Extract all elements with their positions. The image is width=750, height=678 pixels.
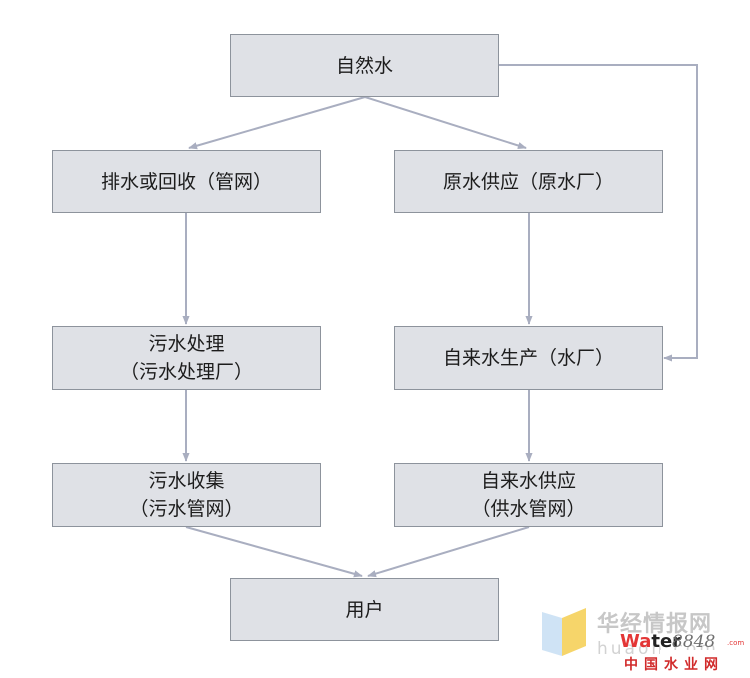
watermark-brand: Water — [620, 631, 681, 652]
edge-supply-to-user — [367, 526, 530, 578]
node-drainage-recycling: 排水或回收（管网） — [52, 150, 321, 213]
node-user: 用户 — [230, 578, 499, 641]
node-label-line2: （污水处理厂） — [119, 361, 253, 383]
watermark-brand-mid: ter — [651, 631, 682, 652]
node-label-line1: 自来水供应 — [480, 470, 576, 492]
node-label: 自然水 — [335, 54, 393, 77]
edge-natural-to-production — [499, 64, 698, 362]
watermark-logo-icon — [542, 608, 586, 656]
node-label: 排水或回收（管网） — [100, 170, 272, 193]
node-label-line2: （污水管网） — [129, 498, 244, 520]
watermark-brand-tld: .com — [727, 639, 745, 647]
node-tap-water-supply: 自来水供应 （供水管网） — [394, 463, 663, 527]
node-label: 用户 — [345, 598, 384, 621]
node-label-line1: 污水处理 — [148, 333, 225, 355]
edge-natural-to-drainage — [188, 96, 366, 150]
node-label: 自来水生产（水厂） — [442, 347, 614, 369]
node-natural-water: 自然水 — [230, 34, 499, 97]
node-label: 原水供应（原水厂） — [442, 170, 614, 193]
edge-natural-to-raw-water — [364, 96, 527, 149]
node-label-line2: （供水管网） — [471, 498, 586, 520]
edge-collection-to-user — [185, 526, 363, 578]
watermark-site-name: 华经情报网 — [597, 612, 713, 637]
node-raw-water-supply: 原水供应（原水厂） — [394, 150, 663, 213]
watermark-brand-number: 8848 — [672, 632, 716, 652]
node-sewage-collection: 污水收集 （污水管网） — [52, 463, 321, 527]
watermark-subtitle: 中国水业网 — [624, 657, 724, 673]
watermark-subtitle-backdrop — [660, 650, 750, 678]
watermark-brand-prefix: Wa — [620, 631, 652, 652]
node-tap-water-production: 自来水生产（水厂） — [394, 326, 663, 390]
node-sewage-treatment: 污水处理 （污水处理厂） — [52, 326, 321, 390]
node-label-line1: 污水收集 — [148, 470, 225, 492]
